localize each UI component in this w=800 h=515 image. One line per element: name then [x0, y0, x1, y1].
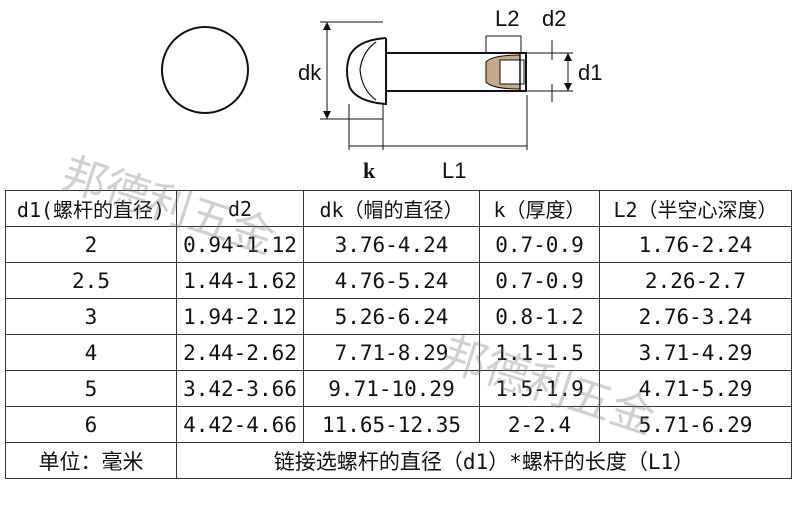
table-cell: 2.5: [5, 262, 177, 299]
label-L2: L2: [495, 6, 519, 31]
rivet-diagram: dk k L1 L2 d2 d1: [161, 6, 602, 183]
footer-unit: 单位：毫米: [5, 442, 177, 479]
table-cell: 0.7-0.9: [479, 262, 600, 299]
table-cell: 2.44-2.62: [176, 334, 304, 371]
table-cell: 9.71-10.29: [303, 370, 480, 407]
table-cell: 1.44-1.62: [176, 262, 304, 299]
table-cell: 2.76-3.24: [599, 298, 792, 335]
table-cell: 7.71-8.29: [303, 334, 480, 371]
table-cell: 4: [5, 334, 177, 371]
label-dk: dk: [298, 60, 322, 85]
table-cell: 1.5-1.9: [479, 370, 600, 407]
table-cell: 11.65-12.35: [303, 406, 480, 443]
header-dk: dk（帽的直径）: [303, 190, 480, 227]
header-d1: d1(螺杆的直径): [5, 190, 177, 227]
table-cell: 4.42-4.66: [176, 406, 304, 443]
table-cell: 2.26-2.7: [599, 262, 792, 299]
table-cell: 3.71-4.29: [599, 334, 792, 371]
table-cell: 3.42-3.66: [176, 370, 304, 407]
dimension-lines: [320, 21, 573, 150]
rivet-shank: [385, 52, 527, 92]
label-k: k: [363, 158, 376, 183]
table-cell: 1.94-2.12: [176, 298, 304, 335]
table-header-row: d1(螺杆的直径) d2 dk（帽的直径） k（厚度） L2（半空心深度）: [5, 190, 792, 227]
table-cell: 4.71-5.29: [599, 370, 792, 407]
table-cell: 3.76-4.24: [303, 226, 480, 263]
table-cell: 5: [5, 370, 177, 407]
label-d2: d2: [542, 6, 566, 31]
table-cell: 6: [5, 406, 177, 443]
rivet-top-view-circle: [161, 26, 249, 114]
table-cell: 1.76-2.24: [599, 226, 792, 263]
table-cell: 5.26-6.24: [303, 298, 480, 335]
dimension-arrows: [323, 22, 572, 119]
table-cell: 0.7-0.9: [479, 226, 600, 263]
table-cell: 4.76-5.24: [303, 262, 480, 299]
table-footer-row: 单位：毫米 链接选螺杆的直径（d1）*螺杆的长度（L1）: [5, 442, 792, 479]
table-cell: 2-2.4: [479, 406, 600, 443]
table-cell: 0.8-1.2: [479, 298, 600, 335]
footer-note: 链接选螺杆的直径（d1）*螺杆的长度（L1）: [176, 442, 792, 479]
header-d2: d2: [176, 190, 304, 227]
table-cell: 0.94-1.12: [176, 226, 304, 263]
table-cell: 2: [5, 226, 177, 263]
label-d1: d1: [578, 60, 602, 85]
header-L2: L2（半空心深度）: [599, 190, 792, 227]
label-L1: L1: [442, 158, 466, 183]
rivet-head-side-view: [346, 37, 387, 106]
header-k: k（厚度）: [479, 190, 600, 227]
table-cell: 5.71-6.29: [599, 406, 792, 443]
table-cell: 3: [5, 298, 177, 335]
table-cell: 1.1-1.5: [479, 334, 600, 371]
